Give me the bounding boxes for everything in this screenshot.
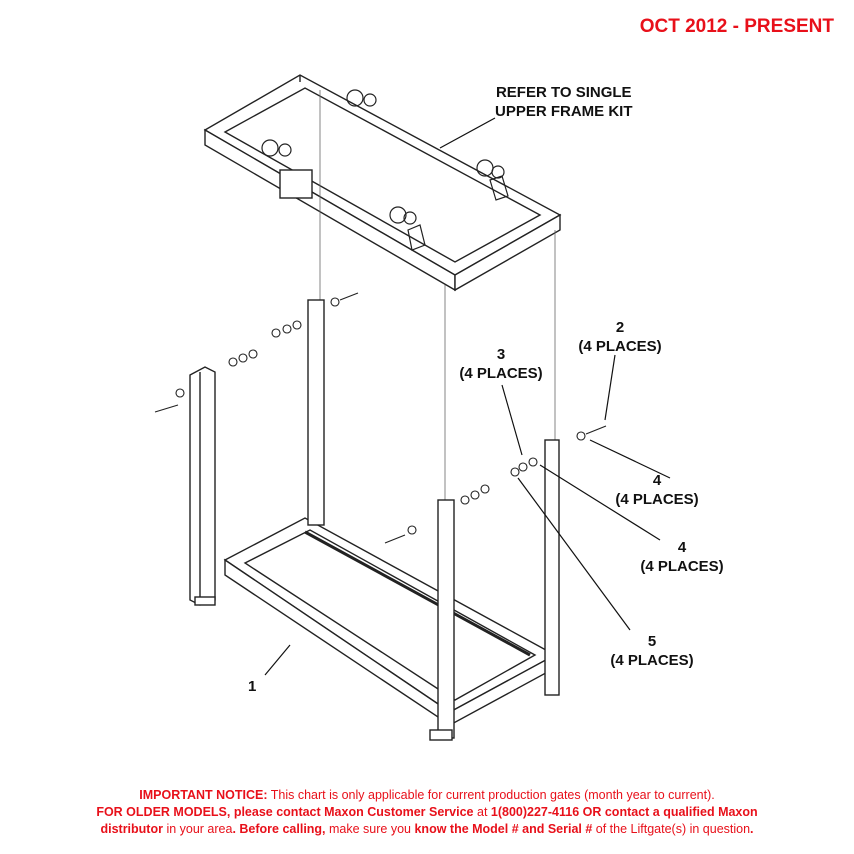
notice-text: make sure you bbox=[325, 822, 415, 836]
callout-item-4b: 4 (4 PLACES) bbox=[637, 538, 727, 576]
uprights bbox=[189, 299, 560, 741]
important-notice: IMPORTANT NOTICE: This chart is only app… bbox=[60, 787, 794, 838]
upper-frame bbox=[203, 74, 562, 292]
item-number: 4 bbox=[677, 539, 687, 556]
date-range-header: OCT 2012 - PRESENT bbox=[639, 16, 834, 37]
callout-item-3: 3 (4 PLACES) bbox=[456, 345, 546, 383]
item-qty: (4 PLACES) bbox=[640, 558, 724, 575]
notice-text: . Before calling, bbox=[232, 822, 326, 836]
notice-heading: IMPORTANT NOTICE: bbox=[139, 788, 268, 802]
item-number: 2 bbox=[615, 319, 625, 336]
callout-item-4a: 4 (4 PLACES) bbox=[612, 471, 702, 509]
callout-line-2: UPPER FRAME KIT bbox=[495, 103, 633, 120]
item-number: 4 bbox=[652, 472, 662, 489]
callout-item-5: 5 (4 PLACES) bbox=[607, 632, 697, 670]
notice-text: of the Liftgate(s) in question bbox=[592, 822, 751, 836]
hardware bbox=[154, 292, 607, 544]
leader-lines bbox=[264, 117, 671, 676]
notice-phone: 1(800)227-4116 OR contact a qualified Ma… bbox=[490, 805, 758, 819]
notice-text: This chart is only applicable for curren… bbox=[267, 788, 715, 802]
item-qty: (4 PLACES) bbox=[615, 491, 699, 508]
item-qty: (4 PLACES) bbox=[578, 338, 662, 355]
lower-frame bbox=[223, 517, 557, 727]
guide-lines bbox=[319, 90, 556, 500]
item-qty: (4 PLACES) bbox=[459, 365, 543, 382]
notice-text: . bbox=[750, 822, 754, 836]
notice-text: in your area bbox=[162, 822, 233, 836]
callout-line-1: REFER TO SINGLE bbox=[495, 84, 632, 101]
notice-text: at bbox=[473, 805, 491, 819]
callout-item-1: 1 bbox=[248, 678, 257, 695]
notice-text: know the Model # and Serial # bbox=[414, 822, 593, 836]
notice-text: FOR OLDER MODELS, please contact Maxon C… bbox=[96, 805, 474, 819]
item-qty: (4 PLACES) bbox=[610, 652, 694, 669]
callout-item-2: 2 (4 PLACES) bbox=[575, 318, 665, 356]
item-number: 5 bbox=[647, 633, 657, 650]
callout-upper-frame-kit: REFER TO SINGLE UPPER FRAME KIT bbox=[495, 83, 633, 121]
item-number: 3 bbox=[496, 346, 506, 363]
clamp-bolts bbox=[261, 89, 509, 251]
notice-text: distributor bbox=[100, 822, 163, 836]
